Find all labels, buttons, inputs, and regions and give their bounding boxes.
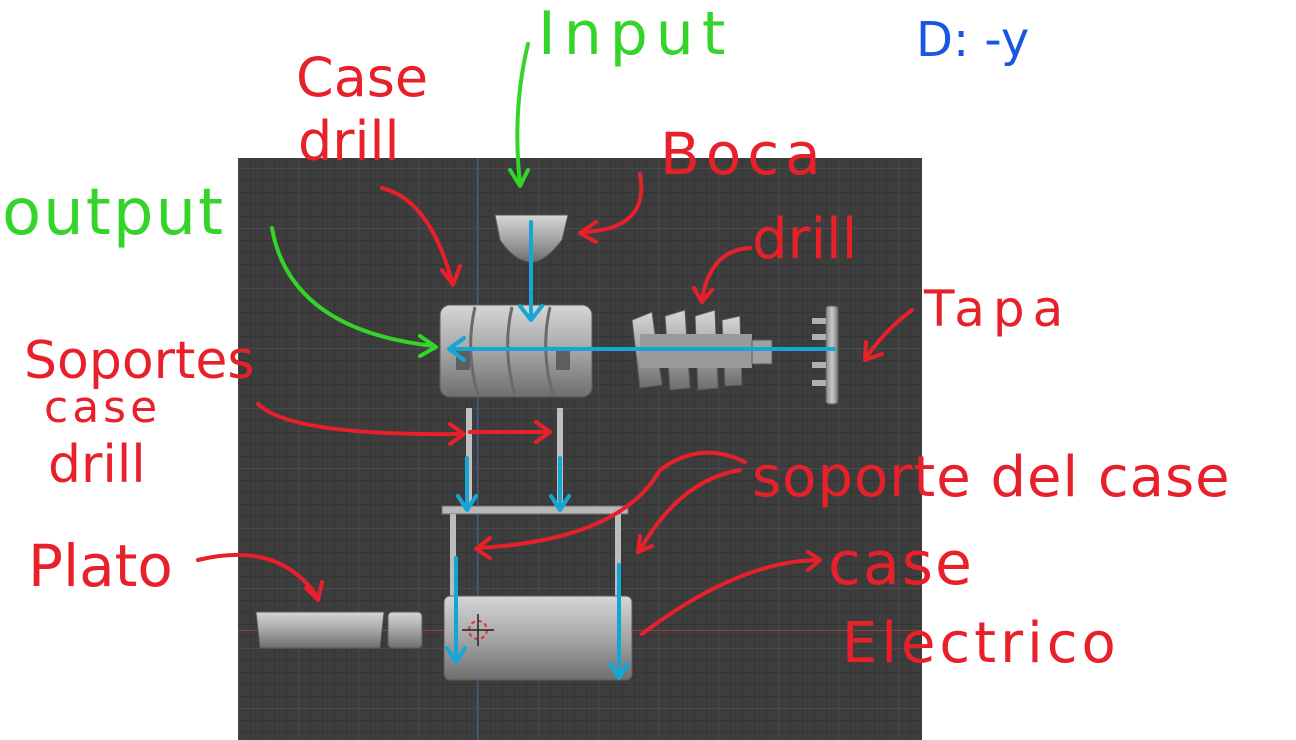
case-electrico-label-line2: Electrico bbox=[842, 611, 1120, 676]
case-electrico-part bbox=[444, 596, 632, 680]
soporte-right-arrow bbox=[551, 458, 569, 510]
tapa-label: Tapa bbox=[923, 280, 1071, 338]
soporte-del-case-label: soporte del case bbox=[752, 445, 1231, 510]
tapa-pointer bbox=[865, 310, 912, 360]
tapa-part bbox=[812, 306, 838, 404]
soportes-label-line3: drill bbox=[48, 435, 146, 495]
boca-pointer bbox=[580, 174, 641, 242]
case-drill-pointer bbox=[382, 188, 460, 285]
drill-pointer bbox=[694, 248, 750, 302]
soportes-case-drill-part bbox=[466, 408, 563, 508]
output-label: output bbox=[2, 176, 225, 250]
direction-label: D: -y bbox=[916, 12, 1029, 68]
boca-label: Boca bbox=[660, 120, 827, 188]
case-drill-label-line2: drill bbox=[298, 110, 400, 173]
input-label: Input bbox=[538, 0, 733, 69]
plato-label: Plato bbox=[28, 532, 173, 600]
soportes-pointer bbox=[258, 404, 550, 444]
case-electrico-label-line1: case bbox=[828, 529, 974, 599]
output-pointer bbox=[272, 228, 436, 356]
plato-part bbox=[256, 612, 422, 648]
soportes-label-line2: case bbox=[44, 382, 161, 433]
plato-pointer bbox=[198, 555, 322, 600]
case-electrico-pointer bbox=[642, 552, 820, 634]
case-drill-label-line1: Case bbox=[296, 46, 428, 109]
soporte-left-arrow bbox=[458, 458, 476, 510]
drill-label: drill bbox=[752, 207, 857, 272]
soporte-del-case-pointer bbox=[476, 453, 745, 558]
input-pointer bbox=[510, 44, 528, 186]
